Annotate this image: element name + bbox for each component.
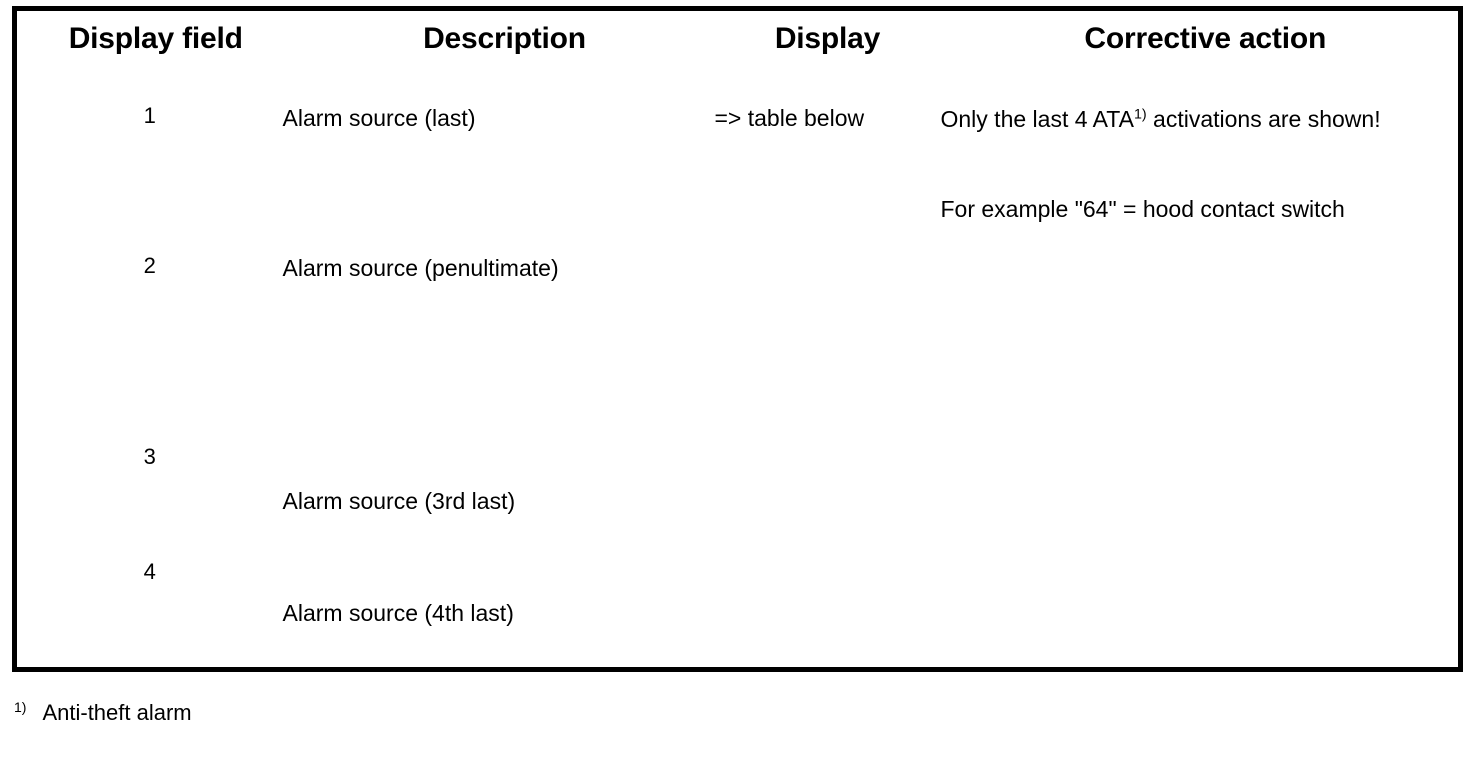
corrective-action-paragraph-1: Only the last 4 ATA1) activations are sh… bbox=[941, 103, 1459, 136]
cell-corrective-action: Only the last 4 ATA1) activations are sh… bbox=[940, 102, 1461, 670]
footnote: 1) Anti-theft alarm bbox=[14, 700, 192, 726]
footnote-reference-icon: 1) bbox=[1133, 105, 1147, 122]
alarm-source-table: Display field Description Display Correc… bbox=[12, 6, 1463, 672]
display-value-text: => table below bbox=[714, 104, 865, 131]
corrective-action-text-after-footnote: activations are shown! bbox=[1146, 105, 1381, 132]
table-row: 1 Alarm source (last) => table below Onl… bbox=[14, 102, 1461, 670]
cell-description: Alarm source (last) bbox=[282, 102, 715, 253]
cell-display-value: => table below bbox=[714, 102, 941, 670]
cell-display-field: 2 bbox=[14, 252, 283, 445]
column-header-display-label: Display bbox=[774, 22, 881, 55]
table-header-row: Display field Description Display Correc… bbox=[14, 8, 1461, 103]
table-row: 2 Alarm source (penultimate) bbox=[14, 252, 1461, 445]
table-row: 3 Alarm source (3rd last) bbox=[14, 444, 1461, 560]
column-header-display-field: Display field bbox=[14, 8, 283, 103]
column-header-corrective-action: Corrective action bbox=[940, 8, 1461, 103]
column-header-description: Description bbox=[282, 8, 715, 103]
footnote-text: Anti-theft alarm bbox=[42, 700, 192, 725]
cell-display-field: 4 bbox=[14, 559, 283, 670]
cell-description: Alarm source (3rd last) bbox=[282, 444, 715, 560]
corrective-action-text-before-footnote: Only the last 4 ATA bbox=[940, 105, 1134, 132]
cell-display-field: 3 bbox=[14, 444, 283, 560]
column-header-display-field-label: Display field bbox=[68, 22, 243, 55]
column-header-corrective-action-label: Corrective action bbox=[1084, 22, 1327, 55]
corrective-action-paragraph-2: For example "64" = hood contact switch bbox=[940, 196, 1345, 223]
cell-description: Alarm source (penultimate) bbox=[282, 252, 715, 445]
cell-description: Alarm source (4th last) bbox=[282, 559, 715, 670]
footnote-marker: 1) bbox=[14, 698, 27, 715]
column-header-description-label: Description bbox=[423, 22, 586, 55]
cell-display-field: 1 bbox=[14, 102, 283, 253]
column-header-display: Display bbox=[714, 8, 941, 103]
table-row: 4 Alarm source (4th last) bbox=[14, 559, 1461, 670]
